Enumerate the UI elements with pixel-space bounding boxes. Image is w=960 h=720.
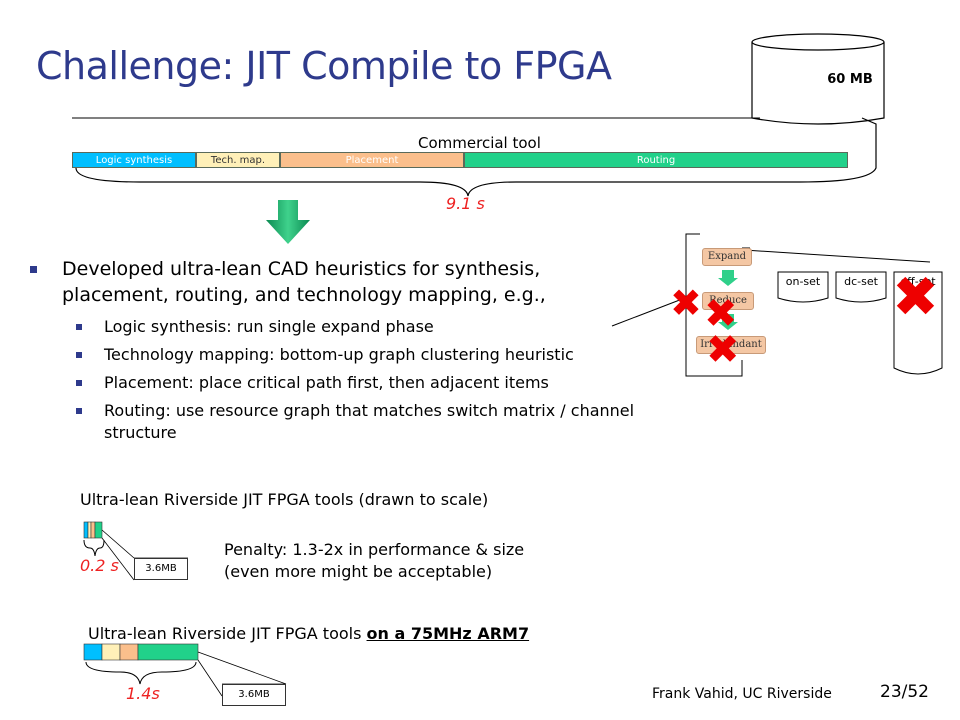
sub-bullet-marker [76, 352, 82, 358]
cross-icon: ✖ [704, 291, 738, 337]
lean-tools-time: 0.2 s [80, 556, 119, 575]
sub-bullet-marker [76, 324, 82, 330]
arm-tools-label-emphasis: on a 75MHz ARM7 [366, 624, 530, 643]
page-number: 23/52 [880, 682, 929, 702]
sub-bullet-marker [76, 380, 82, 386]
main-bullet-text: Developed ultra-lean CAD heuristics for … [62, 258, 546, 306]
flow-step-expand: Expand [702, 248, 752, 266]
bar-segment-routing: Routing [464, 152, 848, 168]
penalty-text-line1: Penalty: 1.3-2x in performance & size [224, 540, 525, 559]
arm-tools-label-prefix: Ultra-lean Riverside JIT FPGA tools [88, 624, 367, 643]
page-title: Challenge: JIT Compile to FPGA [36, 44, 612, 88]
commercial-tool-label: Commercial tool [418, 134, 541, 152]
set-dc: dc-set [844, 275, 878, 288]
arm-tools-size: 3.6MB [222, 684, 286, 706]
set-on: on-set [785, 275, 821, 288]
sub-bullet-logic-synthesis: Logic synthesis: run single expand phase [104, 317, 434, 336]
sub-bullet-routing: Routing: use resource graph that matches… [104, 401, 635, 442]
database-cylinder [751, 33, 885, 125]
sub-bullet-marker [76, 408, 82, 414]
lean-tools-size: 3.6MB [134, 558, 188, 580]
bar-segment-placement: Placement [280, 152, 464, 168]
database-size-label: 60 MB [827, 72, 873, 87]
bar-segment-tech-map: Tech. map. [196, 152, 280, 168]
footer-author: Frank Vahid, UC Riverside [652, 686, 832, 702]
arm-tools-label: Ultra-lean Riverside JIT FPGA tools on a… [88, 624, 529, 643]
lean-tools-label: Ultra-lean Riverside JIT FPGA tools (dra… [80, 490, 489, 509]
sub-bullet-placement: Placement: place critical path first, th… [104, 373, 549, 392]
cross-icon: ✖ [892, 265, 939, 330]
cross-icon: ✖ [670, 281, 702, 325]
flow-step-irredundant: Irredundant [696, 336, 766, 354]
arm-tools-time: 1.4s [126, 684, 160, 703]
commercial-time: 9.1 s [446, 194, 485, 213]
flow-step-reduce: Reduce [702, 292, 754, 310]
down-arrow-icon [266, 200, 310, 244]
penalty-text-line2: (even more might be acceptable) [224, 562, 493, 581]
bar-segment-logic-synthesis: Logic synthesis [72, 152, 196, 168]
bullet-marker [30, 266, 37, 273]
cross-icon: ✖ [706, 327, 740, 373]
set-off: off-set [900, 275, 936, 288]
sub-bullet-tech-mapping: Technology mapping: bottom-up graph clus… [104, 345, 574, 364]
